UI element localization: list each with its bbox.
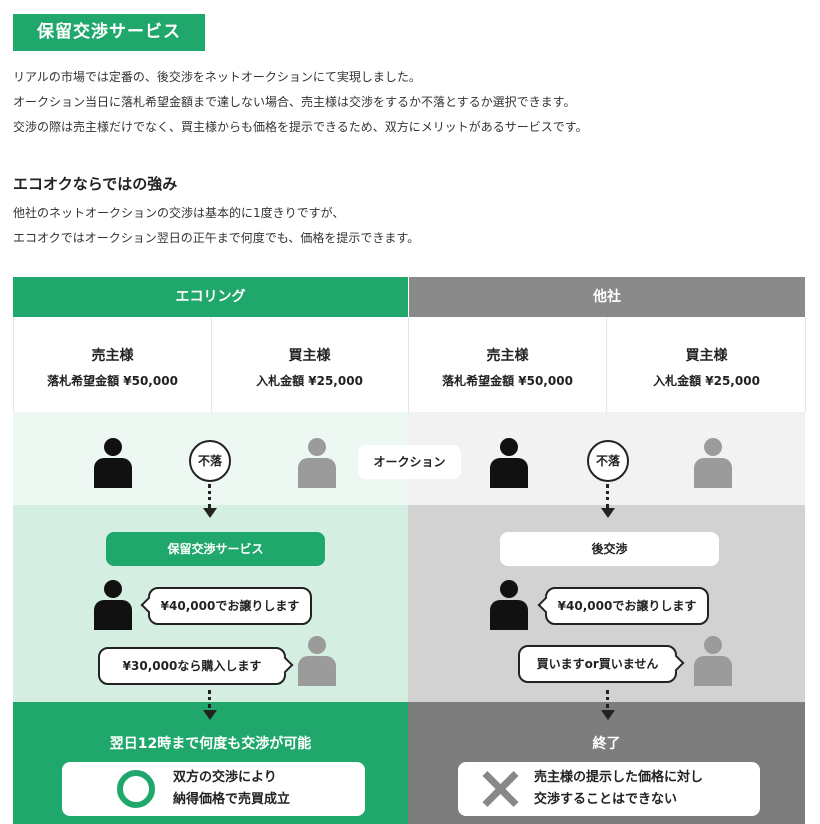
intro-line: オークション当日に落札希望金額まで達しない場合、売主様は交渉をするか不落とするか… <box>13 95 576 109</box>
eco-result-line: 双方の交渉により <box>173 770 277 785</box>
buyer-person-icon <box>298 636 336 686</box>
strength-text: 他社のネットオークションの交渉は基本的に1度きりですが、 エコオクではオークショ… <box>13 201 419 251</box>
eco-result-title: 翌日12時まで何度も交渉が可能 <box>109 736 312 752</box>
flow-dotted-line <box>606 690 609 708</box>
seller-person-icon <box>94 438 132 488</box>
strength-line: 他社のネットオークションの交渉は基本的に1度きりですが、 <box>13 206 345 220</box>
eco-buyer-cell: 買主様 入札金額 ¥25,000 <box>211 317 409 412</box>
other-unsold-badge: 不落 <box>587 440 629 482</box>
eco-result-box: 双方の交渉により 納得価格で売買成立 <box>62 762 365 816</box>
intro-text: リアルの市場では定番の、後交渉をネットオークションにて実現しました。 オークショ… <box>13 65 588 140</box>
other-buyer-role: 買主様 <box>685 348 728 364</box>
buyer-person-icon <box>298 438 336 488</box>
other-buyer-message: 買いますor買いません <box>536 657 659 671</box>
eco-step-pill: 保留交渉サービス <box>106 532 325 566</box>
eco-seller-message: ¥40,000でお譲りします <box>160 599 300 613</box>
other-seller-message-bubble: ¥40,000でお譲りします <box>537 587 709 625</box>
other-seller-role: 売主様 <box>486 348 529 364</box>
other-buyer-cell: 買主様 入札金額 ¥25,000 <box>608 317 806 412</box>
eco-seller-amount: 落札希望金額 ¥50,000 <box>47 374 178 388</box>
intro-line: 交渉の際は売主様だけでなく、買主様からも価格を提示できるため、双方にメリットがあ… <box>13 120 588 134</box>
auction-label: オークション <box>358 445 461 479</box>
arrow-down-icon <box>601 508 615 518</box>
other-buyer-message-bubble: 買いますor買いません <box>518 645 685 683</box>
buyer-person-icon <box>694 438 732 488</box>
cross-ng-icon <box>480 769 520 809</box>
eco-seller-cell: 売主様 落札希望金額 ¥50,000 <box>14 317 212 412</box>
eco-buyer-message-bubble: ¥30,000なら購入します <box>98 647 294 685</box>
other-seller-message: ¥40,000でお譲りします <box>557 599 697 613</box>
eco-column-header: エコリング <box>13 277 408 317</box>
other-result-line: 交渉することはできない <box>534 792 678 807</box>
eco-buyer-amount: 入札金額 ¥25,000 <box>256 374 363 388</box>
other-step-pill: 後交渉 <box>500 532 719 566</box>
eco-seller-message-bubble: ¥40,000でお譲りします <box>140 587 312 625</box>
other-result-box: 売主様の提示した価格に対し 交渉することはできない <box>458 762 760 816</box>
seller-person-icon <box>490 438 528 488</box>
arrow-down-icon <box>203 710 217 720</box>
other-buyer-amount: 入札金額 ¥25,000 <box>653 374 760 388</box>
seller-person-icon <box>490 580 528 630</box>
buyer-person-icon <box>694 636 732 686</box>
page-title: 保留交渉サービス <box>13 14 205 51</box>
eco-buyer-role: 買主様 <box>288 348 331 364</box>
other-seller-amount: 落札希望金額 ¥50,000 <box>442 374 573 388</box>
price-row: 売主様 落札希望金額 ¥50,000 買主様 入札金額 ¥25,000 売主様 … <box>13 317 806 413</box>
intro-line: リアルの市場では定番の、後交渉をネットオークションにて実現しました。 <box>13 70 421 84</box>
other-result-line: 売主様の提示した価格に対し <box>534 770 704 785</box>
arrow-down-icon <box>203 508 217 518</box>
other-column-header: 他社 <box>409 277 805 317</box>
eco-result-line: 納得価格で売買成立 <box>173 792 291 807</box>
eco-buyer-message: ¥30,000なら購入します <box>122 659 262 673</box>
eco-unsold-badge: 不落 <box>189 440 231 482</box>
flow-dotted-line <box>208 690 211 708</box>
arrow-down-icon <box>601 710 615 720</box>
strength-line: エコオクではオークション翌日の正午まで何度でも、価格を提示できます。 <box>13 231 420 245</box>
flow-dotted-line <box>208 484 211 508</box>
flow-dotted-line <box>606 484 609 508</box>
seller-person-icon <box>94 580 132 630</box>
eco-result-text: 双方の交渉により 納得価格で売買成立 <box>173 767 290 811</box>
eco-seller-role: 売主様 <box>91 348 134 364</box>
other-result-text: 売主様の提示した価格に対し 交渉することはできない <box>534 767 703 811</box>
other-seller-cell: 売主様 落札希望金額 ¥50,000 <box>409 317 607 412</box>
strength-heading: エコオクならではの強み <box>13 175 178 193</box>
other-result-title: 終了 <box>592 736 621 752</box>
circle-ok-icon <box>117 770 155 808</box>
